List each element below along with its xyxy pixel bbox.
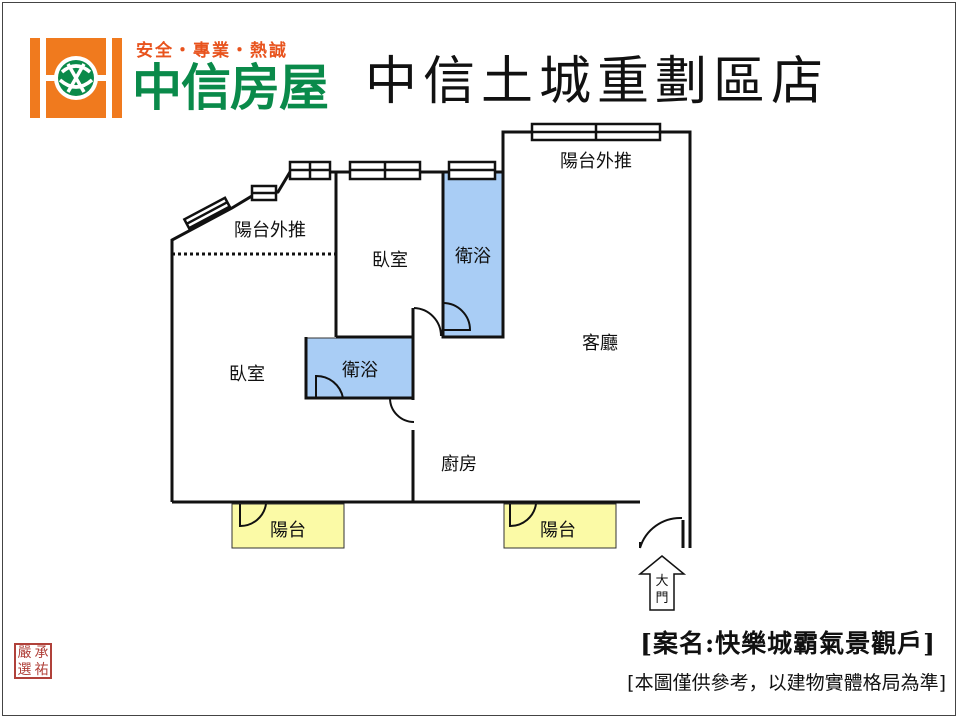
room-label-bath-top: 衛浴 <box>455 246 491 267</box>
door-swings <box>239 302 683 549</box>
slogan: 安全・專業・熱誠 <box>136 41 288 61</box>
seal-char: 選 <box>17 662 32 678</box>
room-label-balcony-ext-right: 陽台外推 <box>560 151 632 172</box>
room-label-living: 客廳 <box>582 333 618 354</box>
entrance-label-2: 門 <box>655 591 668 606</box>
seal-char: 嚴 <box>17 645 32 661</box>
windows <box>182 122 662 230</box>
balcony-left-fill <box>231 503 345 549</box>
logo-icon <box>30 38 122 118</box>
disclaimer: [本圖僅供參考，以建物實體格局為準] <box>627 672 946 694</box>
store-name: 中信土城重劃區店 <box>365 52 830 112</box>
room-label-balcony-right: 陽台 <box>540 520 576 541</box>
room-label-balcony-left: 陽台 <box>270 520 306 541</box>
entrance-arrow-icon <box>637 555 687 611</box>
seal-stamp: 嚴 承 選 祐 <box>14 643 52 679</box>
balcony-right-fill <box>503 503 617 549</box>
room-label-kitchen: 廚房 <box>441 453 477 475</box>
case-name: [案名:快樂城霸氣景觀戶] <box>640 629 936 658</box>
brand-name: 中信房屋 <box>132 59 329 117</box>
room-label-balcony-ext-left: 陽台外推 <box>234 220 306 241</box>
room-label-bath-mid: 衛浴 <box>342 360 378 381</box>
room-label-bedroom-top: 臥室 <box>372 250 408 271</box>
seal-char: 承 <box>34 645 49 661</box>
entrance-label-1: 大 <box>655 574 668 589</box>
room-label-bedroom-left: 臥室 <box>229 364 265 385</box>
seal-char: 祐 <box>34 662 49 678</box>
